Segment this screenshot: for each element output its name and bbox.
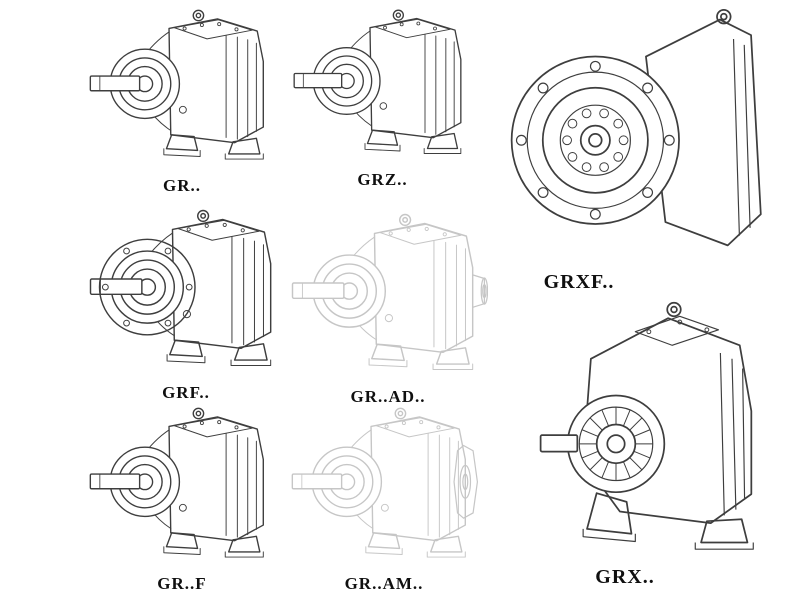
figure-gr: GR..: [86, 6, 278, 196]
figure-gr-f: GR..F: [86, 404, 278, 594]
grxf-label: GRXF..: [543, 271, 615, 293]
gr-ad-adapter-gearbox-drawing: [288, 210, 488, 383]
grz-label: GRZ..: [357, 170, 408, 189]
gr-f-foot-gearbox-drawing: [86, 404, 278, 570]
grxf-flange-mounted-gearbox-drawing: [498, 4, 790, 259]
grz-foot-mounted-gearbox-drawing: [290, 6, 475, 166]
figure-gr-ad: GR..AD..: [288, 210, 488, 407]
gr-ad-label: GR..AD..: [350, 386, 426, 406]
grf-label: GRF..: [162, 382, 210, 402]
gr-label: GR..: [163, 176, 201, 196]
figure-grf: GRF..: [86, 206, 286, 403]
grf-flange-gearbox-drawing: [86, 206, 286, 379]
gr-am-label: GR..AM..: [344, 574, 424, 594]
figure-grxf: GRXF..: [498, 4, 790, 294]
gr-f-label: GR..F: [157, 574, 207, 594]
figure-grz: GRZ..: [290, 6, 475, 190]
grx-label: GRX..: [595, 565, 655, 588]
figure-gr-am: GR..AM..: [288, 404, 480, 594]
gr-am-motor-adapter-gearbox-drawing: [288, 404, 480, 570]
grx-gearbox-drawing: [500, 295, 790, 558]
figure-grx: GRX..: [500, 295, 790, 589]
gr-foot-mounted-gearbox-drawing: [86, 6, 278, 172]
